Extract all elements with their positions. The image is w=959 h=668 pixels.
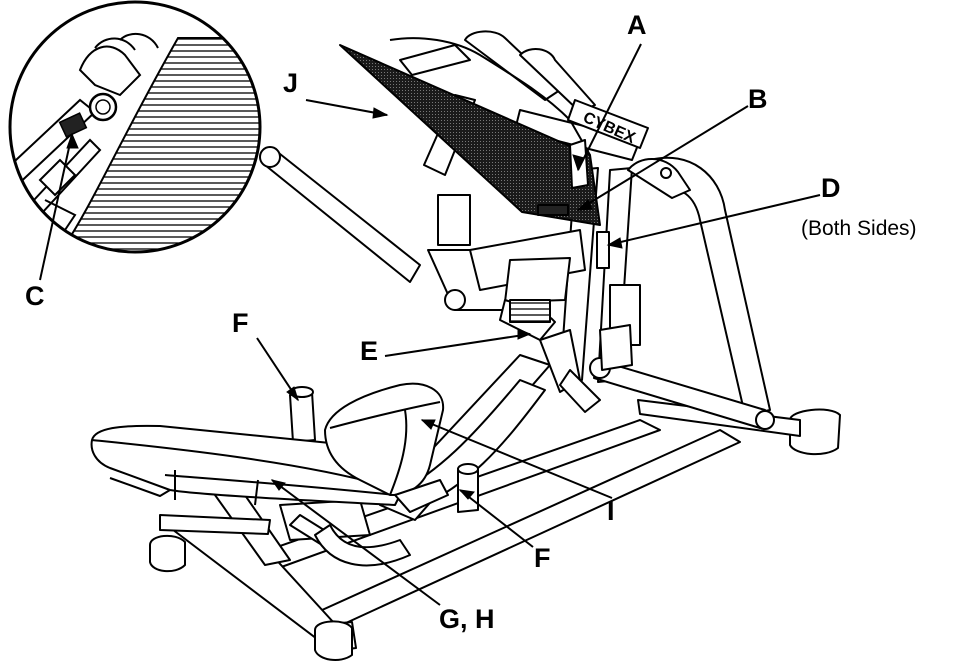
leader-e (384, 333, 531, 357)
leader-gh (271, 479, 441, 606)
leader-a (577, 43, 642, 171)
leader-arrowheads (66, 107, 623, 500)
callout-d: D (821, 173, 841, 203)
leader-i (421, 419, 613, 499)
leader-f-lower (459, 489, 534, 548)
callout-f-lower: F (534, 543, 551, 573)
callout-d-note: (Both Sides) (801, 217, 917, 240)
leader-lines (39, 43, 821, 606)
leader-c (39, 133, 73, 281)
callout-g-h: G, H (439, 604, 495, 634)
callout-a: A (627, 10, 647, 40)
callout-c: C (25, 281, 45, 311)
callout-b: B (748, 84, 768, 114)
callout-f-upper: F (232, 308, 249, 338)
detail-inset (8, 0, 262, 254)
callout-j: J (283, 68, 299, 98)
leader-b (577, 105, 749, 211)
callout-i: I (607, 496, 615, 526)
callout-e: E (360, 336, 379, 366)
leader-d (607, 194, 821, 246)
